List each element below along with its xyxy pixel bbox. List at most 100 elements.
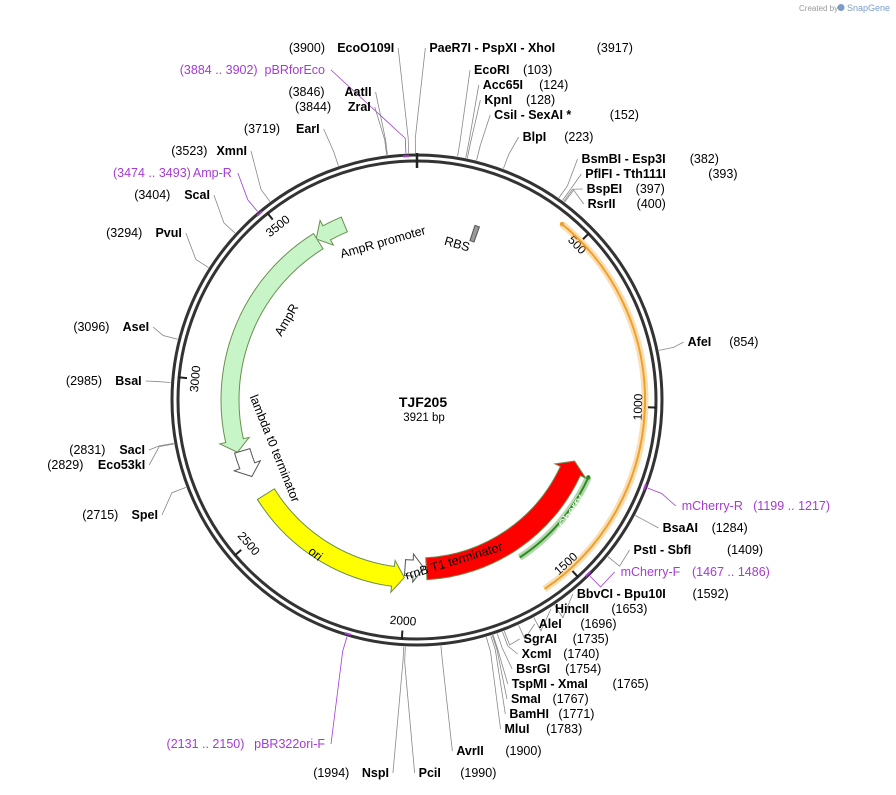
enzyme-bsai[interactable]: BsaI [115, 374, 141, 388]
feature-label-rbs[interactable]: RBS [443, 234, 472, 255]
orf-arc[interactable] [543, 223, 646, 590]
feature-label-ori[interactable]: ori [306, 544, 326, 564]
enzyme-pflfi-tth111i[interactable]: PflFI - Tth111I [585, 167, 666, 181]
feature-label-ampr-promoter[interactable]: AmpR promoter [339, 223, 428, 261]
enzyme-csii-sexai[interactable]: CsiI - SexAI * [494, 108, 571, 122]
enzyme-asei[interactable]: AseI [123, 320, 149, 334]
enzyme-afei[interactable]: AfeI [688, 335, 712, 349]
enzyme-scai[interactable]: ScaI [184, 188, 210, 202]
enzyme-acc65i[interactable]: Acc65I [483, 78, 523, 92]
enzyme-hincii[interactable]: HincII [555, 602, 589, 616]
primer-site-mark [344, 632, 352, 636]
enzyme-xcmi[interactable]: XcmI [522, 647, 552, 661]
credit-text: Created by [799, 4, 838, 13]
orf-arc[interactable] [519, 476, 590, 559]
primer-mcherry-f[interactable]: mCherry-F [621, 565, 681, 579]
enzyme-bsmbi-esp3i[interactable]: BsmBI - Esp3I [582, 152, 666, 166]
feature-label-lambda-t0[interactable]: lambda t0 terminator [247, 393, 303, 505]
primer-range: (3474 .. 3493) [113, 166, 191, 180]
primer-leader-line [237, 172, 258, 212]
primer-amp-r[interactable]: Amp-R [193, 166, 232, 180]
credit-brand[interactable]: SnapGene [847, 3, 890, 13]
enzyme-leader-line [563, 188, 583, 202]
enzyme-position: (2829) [47, 458, 83, 472]
feature-rrnb-t1-terminator[interactable] [403, 552, 425, 584]
enzyme-position: (3917) [597, 41, 633, 55]
enzyme-nspi[interactable]: NspI [362, 766, 389, 780]
enzyme-leader-line [503, 630, 520, 646]
enzyme-pcii[interactable]: PciI [419, 766, 441, 780]
enzyme-ecori[interactable]: EcoRI [474, 63, 509, 77]
plasmid-length: 3921 bp [403, 412, 445, 424]
feature-ampr-promoter[interactable] [315, 216, 349, 247]
enzyme-blpi[interactable]: BlpI [523, 130, 547, 144]
enzyme-tspmi-xmai[interactable]: TspMI - XmaI [512, 677, 588, 691]
enzyme-zrai[interactable]: ZraI [348, 100, 371, 114]
enzyme-psti-sbfi[interactable]: PstI - SbfI [634, 543, 692, 557]
enzyme-position: (2715) [82, 508, 118, 522]
enzyme-ecoo109i[interactable]: EcoO109I [337, 41, 394, 55]
enzyme-leader-line [392, 646, 405, 774]
enzyme-position: (382) [690, 152, 719, 166]
enzyme-position: (400) [637, 197, 666, 211]
enzyme-leader-line [492, 634, 509, 685]
enzyme-pvui[interactable]: PvuI [155, 226, 181, 240]
enzyme-position: (1994) [313, 766, 349, 780]
enzyme-leader-line [457, 69, 471, 157]
enzyme-leader-line [564, 189, 584, 205]
enzyme-leader-line [374, 106, 387, 155]
enzyme-leader-line [518, 623, 536, 640]
tick-mark [233, 549, 242, 557]
feature-arcs [218, 216, 588, 594]
enzyme-eari[interactable]: EarI [296, 122, 320, 136]
primer-mcherry-r[interactable]: mCherry-R [682, 499, 743, 513]
enzyme-smai[interactable]: SmaI [511, 692, 541, 706]
enzyme-position: (2831) [69, 443, 105, 457]
tick-mark [266, 211, 274, 221]
enzyme-position: (223) [564, 130, 593, 144]
primer-site-mark [642, 483, 647, 491]
enzyme-bsrgi[interactable]: BsrGI [516, 662, 550, 676]
enzyme-mlui[interactable]: MluI [505, 722, 530, 736]
feature-rbs[interactable] [469, 224, 481, 243]
enzyme-kpni[interactable]: KpnI [484, 93, 512, 107]
feature-lambda-t0-terminator[interactable] [232, 448, 262, 478]
enzyme-position: (1783) [546, 722, 582, 736]
primer-leader-line [330, 636, 348, 745]
primer-leader-line [647, 487, 677, 507]
enzyme-aatii[interactable]: AatII [344, 85, 371, 99]
enzyme-bspei[interactable]: BspEI [587, 182, 622, 196]
enzyme-leader-line [414, 47, 426, 154]
tick-label: 3000 [187, 365, 203, 393]
primer-range: (3884 .. 3902) [180, 63, 258, 77]
enzyme-position: (3096) [73, 320, 109, 334]
enzyme-eco53ki[interactable]: Eco53kI [98, 458, 145, 472]
enzyme-bbvci-bpu10i[interactable]: BbvCI - Bpu10I [577, 587, 666, 601]
enzyme-alei[interactable]: AleI [539, 617, 562, 631]
primer-pbr322ori-f[interactable]: pBR322ori-F [254, 737, 325, 751]
enzyme-leader-line [213, 194, 236, 234]
enzyme-position: (1990) [460, 766, 496, 780]
enzyme-leader-line [397, 47, 410, 154]
enzyme-position: (2985) [66, 374, 102, 388]
feature-label-ampr[interactable]: AmpR [272, 301, 301, 338]
enzyme-bamhi[interactable]: BamHI [509, 707, 549, 721]
primer-leader-line [330, 69, 407, 154]
enzyme-leader-line [404, 646, 416, 774]
enzyme-avrii[interactable]: AvrII [456, 744, 483, 758]
enzyme-paer7i-pspxi-xhoi[interactable]: PaeR7I - PspXI - XhoI [429, 41, 555, 55]
feature-ori[interactable] [256, 488, 405, 594]
enzyme-leader-line [558, 158, 578, 199]
enzyme-sgrai[interactable]: SgrAI [524, 632, 557, 646]
enzyme-saci[interactable]: SacI [119, 443, 145, 457]
enzyme-bsaai[interactable]: BsaAI [663, 521, 698, 535]
enzyme-xmni[interactable]: XmnI [216, 144, 247, 158]
enzyme-spei[interactable]: SpeI [132, 508, 158, 522]
primer-range: (1199 .. 1217) [753, 499, 830, 513]
enzyme-leader-line [466, 99, 481, 159]
enzyme-position: (128) [526, 93, 555, 107]
primer-pbrforeco[interactable]: pBRforEco [265, 63, 325, 77]
enzyme-rsrii[interactable]: RsrII [588, 197, 616, 211]
feature-mcherry[interactable] [425, 460, 588, 581]
